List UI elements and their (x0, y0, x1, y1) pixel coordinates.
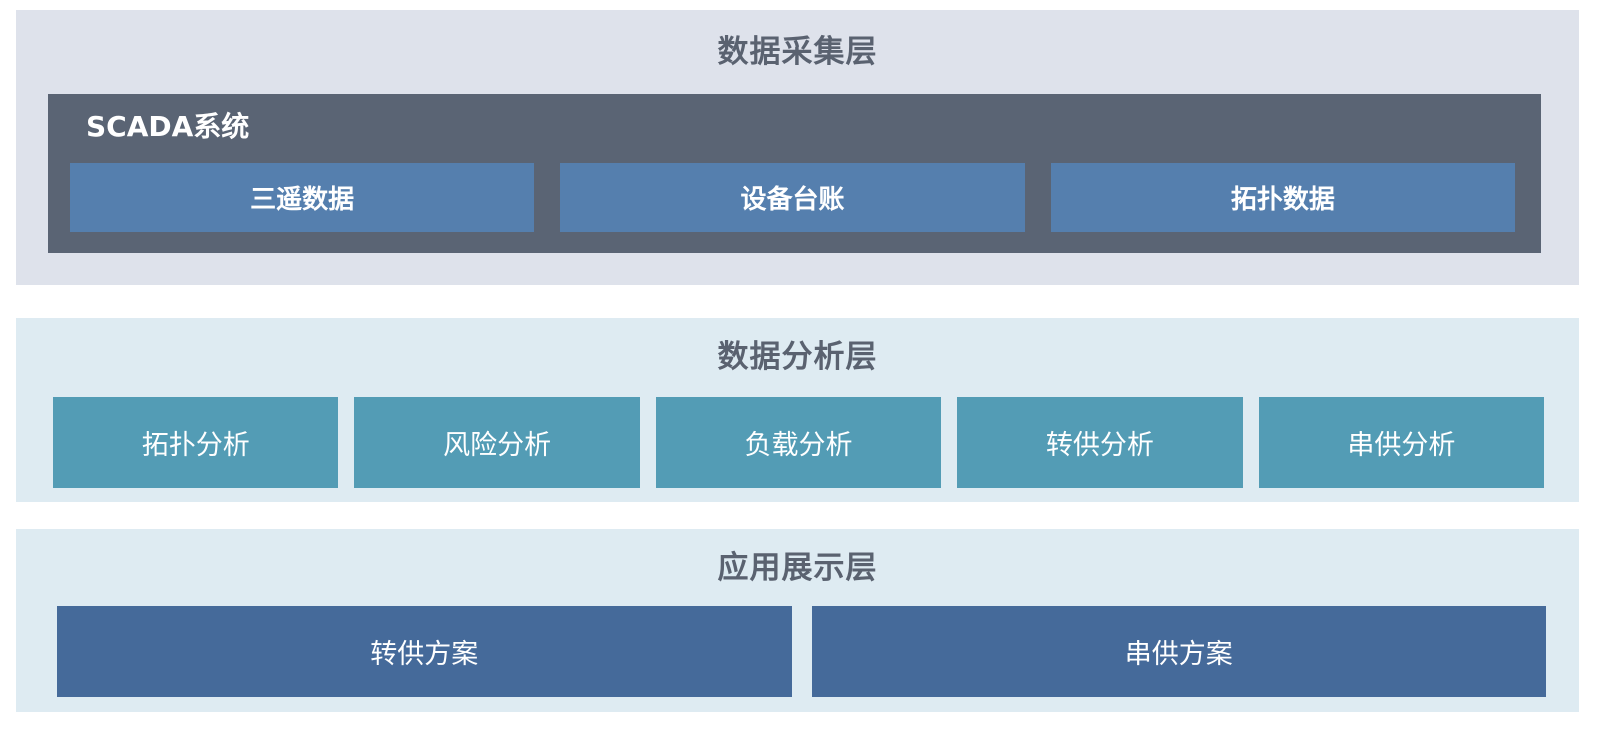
box-topology-data: 拓扑数据 (1050, 163, 1515, 232)
box-load-analysis: 负载分析 (655, 397, 942, 488)
scada-panel: SCADA系统 三遥数据 设备台账 拓扑数据 (48, 94, 1541, 253)
box-equipment-ledger: 设备台账 (560, 163, 1025, 232)
display-boxes-row: 转供方案 串供方案 (57, 606, 1546, 697)
box-transfer-supply-analysis: 转供分析 (957, 397, 1243, 488)
box-telemetry-data: 三遥数据 (70, 163, 535, 232)
box-risk-analysis: 风险分析 (354, 397, 640, 488)
analysis-boxes-row: 拓扑分析 风险分析 负载分析 转供分析 串供分析 (53, 397, 1545, 488)
box-transfer-supply-plan: 转供方案 (57, 606, 792, 697)
layer-title-data-collection: 数据采集层 (717, 34, 878, 70)
layer-title-data-analysis: 数据分析层 (717, 339, 878, 375)
layer-data-analysis: 数据分析层 拓扑分析 风险分析 负载分析 转供分析 串供分析 (16, 318, 1579, 502)
box-topology-analysis: 拓扑分析 (53, 397, 339, 488)
layer-title-application-display: 应用展示层 (717, 550, 878, 586)
box-cascade-supply-plan: 串供方案 (811, 606, 1546, 697)
scada-system-label: SCADA系统 (86, 110, 250, 143)
layer-application-display: 应用展示层 转供方案 串供方案 (16, 529, 1579, 712)
box-cascade-supply-analysis: 串供分析 (1258, 397, 1545, 488)
layer-data-collection: 数据采集层 SCADA系统 三遥数据 设备台账 拓扑数据 (16, 10, 1579, 285)
scada-boxes-row: 三遥数据 设备台账 拓扑数据 (70, 163, 1515, 232)
